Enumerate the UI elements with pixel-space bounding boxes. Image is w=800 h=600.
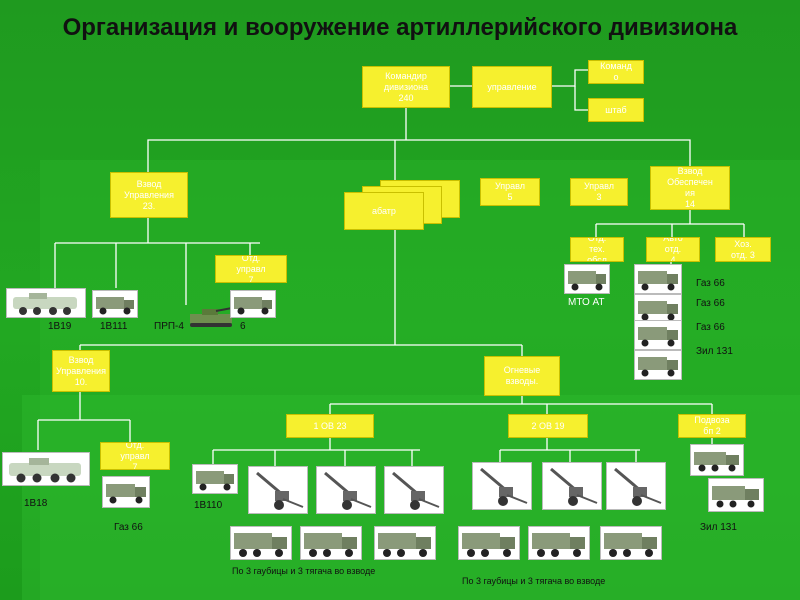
btr-1v18-image <box>2 452 90 486</box>
label-prp4: ПРП-4 <box>154 321 184 332</box>
howitzer-image-4 <box>472 462 532 510</box>
upravl-5-box[interactable]: Управл 5 <box>480 178 540 206</box>
page-title: Организация и вооружение артиллерийского… <box>62 14 738 41</box>
tractor-truck-image-2 <box>300 526 362 560</box>
truck-otd-upravl-image <box>230 290 276 318</box>
label-1v110: 1В110 <box>194 500 223 511</box>
ov1-box[interactable]: 1 ОВ 23 <box>286 414 374 438</box>
abatr-box[interactable]: абатр <box>344 192 424 230</box>
tractor-truck-image-3 <box>374 526 436 560</box>
shtab-box[interactable]: штаб <box>588 98 644 122</box>
commander-box[interactable]: Командир дивизиона 240 <box>362 66 450 108</box>
prp4-vehicle-image <box>186 304 236 330</box>
avto-otd-box[interactable]: Авто отд. 4 <box>646 237 700 262</box>
howitzer-image-2 <box>316 466 376 514</box>
label-gaz66-2: Газ 66 <box>696 298 725 309</box>
truck-1v111-image <box>92 290 138 318</box>
howitzer-image-1 <box>248 466 308 514</box>
podvoza-box[interactable]: Подвоза бп 2 <box>678 414 746 438</box>
upravl-3-box[interactable]: Управл 3 <box>570 178 628 206</box>
tractor-truck-image-5 <box>528 526 590 560</box>
howitzer-image-6 <box>606 462 666 510</box>
komand-box[interactable]: Команд о <box>588 60 644 84</box>
gaz66-truck-image-2 <box>634 294 682 324</box>
label-zil131-1: Зил 131 <box>696 346 733 357</box>
vzvod-obespecheniya-box[interactable]: Взвод Обеспечен ия 14 <box>650 166 730 210</box>
label-gaz66-4: Газ 66 <box>114 522 143 533</box>
tractor-truck-image-4 <box>458 526 520 560</box>
label-zil131-2: Зил 131 <box>700 522 737 533</box>
zil131-truck-image-3 <box>708 478 764 512</box>
otd-teh-obsl-box[interactable]: Отд. тех. обсл <box>570 237 624 262</box>
vzvod-upravleniya-23-box[interactable]: Взвод Управления 23. <box>110 172 188 218</box>
gaz66-truck-image-3 <box>634 320 682 350</box>
truck-1v110-image <box>192 464 238 494</box>
note-ov1: По 3 гаубицы и 3 тягача во взводе <box>232 566 376 576</box>
label-1v19: 1В19 <box>48 321 72 332</box>
label-mto-at: МТО АТ <box>568 297 605 308</box>
mto-truck-image <box>564 264 610 294</box>
label-gaz66-3: Газ 66 <box>696 322 725 333</box>
gaz66-truck-image-4 <box>102 476 150 508</box>
ov2-box[interactable]: 2 ОВ 19 <box>508 414 588 438</box>
label-gaz66-1: Газ 66 <box>696 278 725 289</box>
label-6: 6 <box>240 321 246 332</box>
howitzer-image-5 <box>542 462 602 510</box>
label-1v111: 1В111 <box>100 321 128 332</box>
gaz66-truck-image-1 <box>634 264 682 294</box>
howitzer-image-3 <box>384 466 444 514</box>
vzvod-upravleniya-10-box[interactable]: Взвод Управления 10. <box>52 350 110 392</box>
zil131-truck-image-1 <box>634 350 682 380</box>
otd-upravl-7-box-lower[interactable]: Отд. управл 7 <box>100 442 170 470</box>
tractor-truck-image-6 <box>600 526 662 560</box>
hoz-otd-box[interactable]: Хоз. отд. 3 <box>715 237 771 262</box>
btr-vehicle-image <box>6 288 86 318</box>
label-1v18: 1В18 <box>24 498 48 509</box>
ognevye-vzvody-box[interactable]: Огневые взводы. <box>484 356 560 396</box>
otd-upravl-7-box-upper[interactable]: Отд. управл 7 <box>215 255 287 283</box>
upravlenie-box[interactable]: управление <box>472 66 552 108</box>
note-ov2: По 3 гаубицы и 3 тягача во взводе <box>462 576 606 586</box>
tractor-truck-image-1 <box>230 526 292 560</box>
zil131-truck-image-2 <box>690 444 744 476</box>
